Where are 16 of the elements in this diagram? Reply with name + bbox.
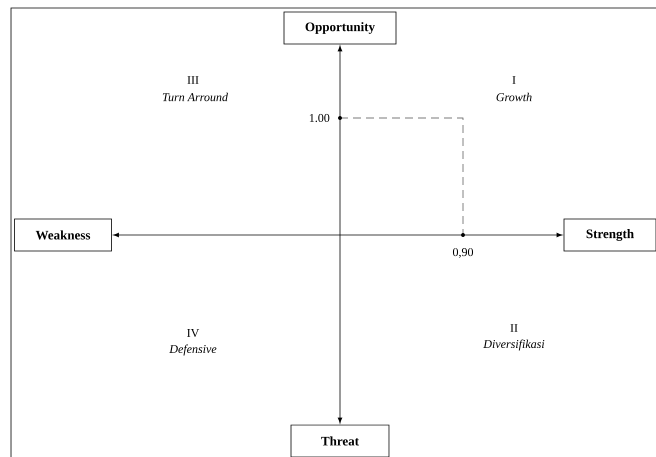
quadrant-label: Defensive bbox=[169, 344, 216, 356]
label-box: Opportunity bbox=[284, 12, 396, 44]
arrow bbox=[113, 232, 562, 238]
quadrant-label: Turn Arround bbox=[162, 92, 228, 102]
label-box: Weakness bbox=[14, 218, 112, 252]
quadrant-label: II bbox=[510, 324, 518, 332]
quadrant-label: Diversifikasi bbox=[483, 339, 544, 350]
label-box: Threat bbox=[290, 424, 390, 457]
arrow bbox=[338, 46, 342, 424]
quadrant-label: IV bbox=[187, 328, 200, 338]
label-box: Strength bbox=[564, 218, 656, 252]
quadrant-label: Growth bbox=[496, 92, 532, 102]
quadrant-label: 1.00 bbox=[310, 114, 330, 122]
quadrant-label: I bbox=[512, 76, 516, 84]
quadrant-label: 0,90 bbox=[452, 248, 474, 258]
quadrant-label: III bbox=[187, 76, 199, 84]
